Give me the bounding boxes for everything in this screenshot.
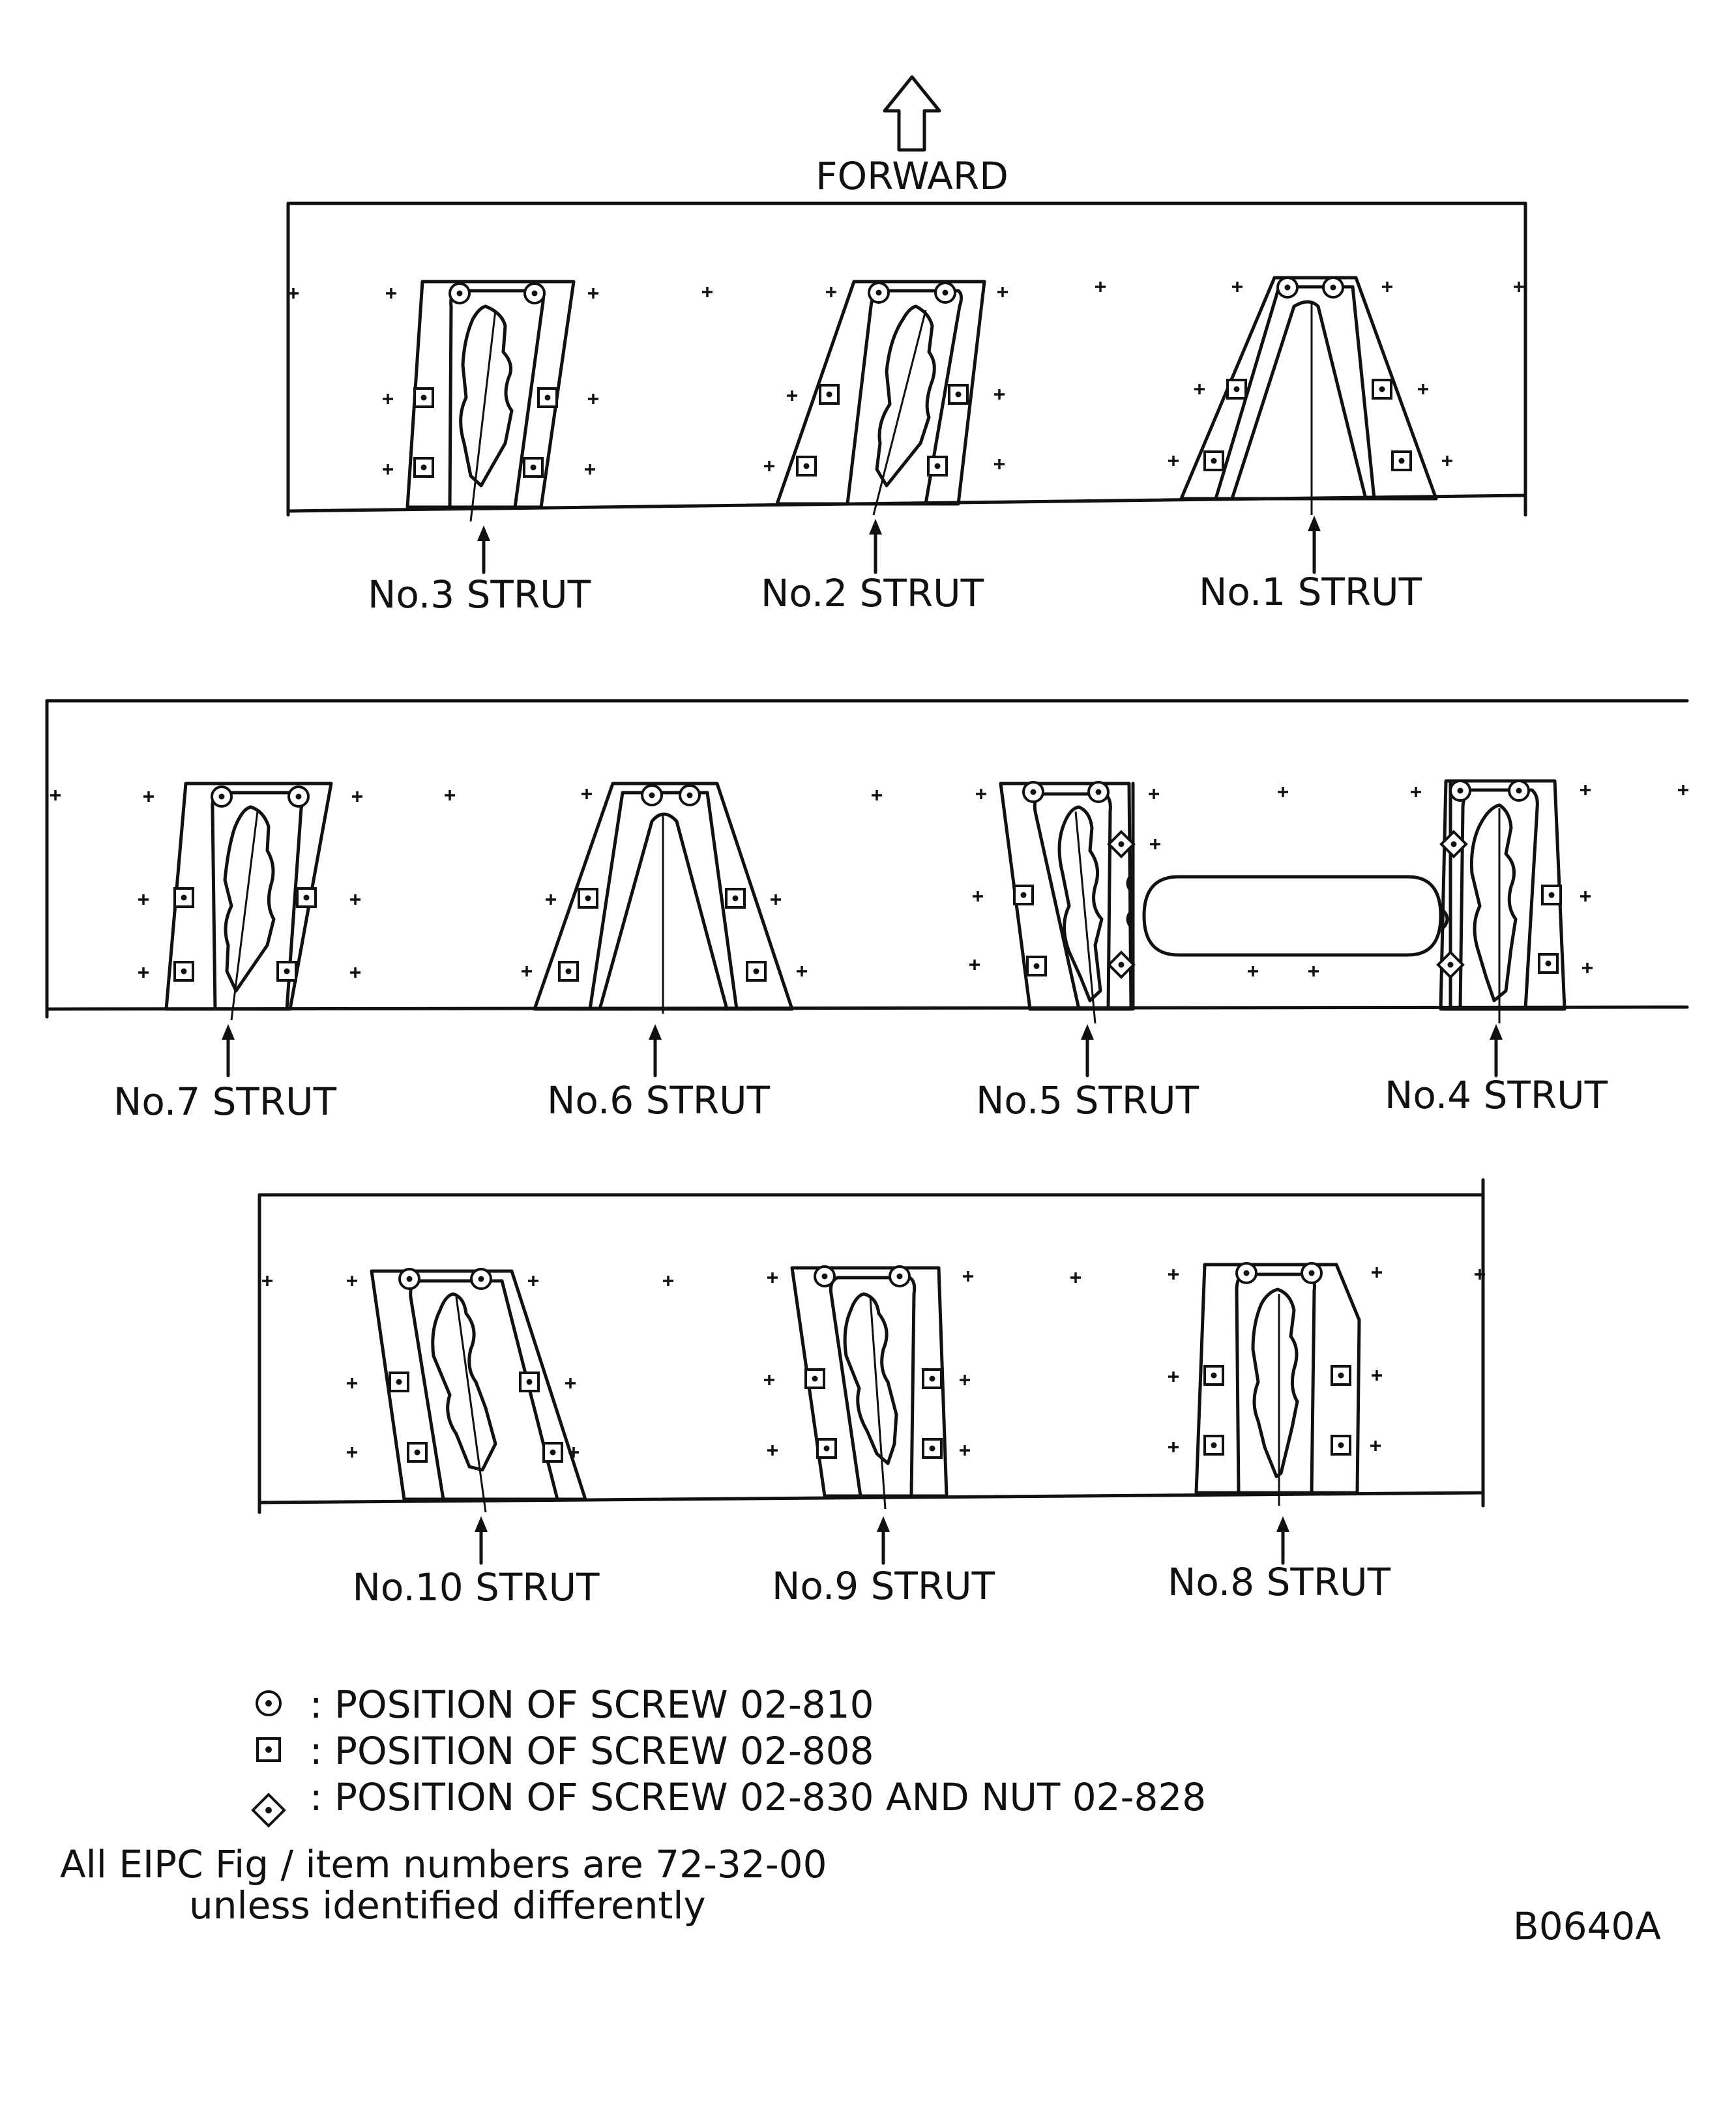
strut-8-label: No.8 STRUT	[1168, 1560, 1391, 1604]
strut-2-label: No.2 STRUT	[761, 571, 984, 615]
eipc-note-line1: All EIPC Fig / item numbers are 72-32-00	[60, 1842, 827, 1886]
legend: : POSITION OF SCREW 02-810 : POSITION OF…	[251, 1682, 1206, 1828]
strut-2	[701, 280, 1009, 574]
strut-6	[520, 782, 883, 1078]
strut-3	[287, 280, 600, 574]
legend-item-2: : POSITION OF SCREW 02-808	[310, 1729, 874, 1773]
cutout	[1126, 785, 1449, 978]
forward-arrow-icon	[883, 75, 941, 152]
strut-4	[1409, 779, 1690, 1078]
strut-8	[1167, 1262, 1486, 1565]
strut-10	[261, 1268, 675, 1565]
screw-02-830-nut-02-828-icon	[251, 1793, 286, 1828]
figure-code: B0640A	[1513, 1904, 1661, 1948]
screw-02-808-icon	[256, 1737, 281, 1762]
strut-3-label: No.3 STRUT	[368, 572, 591, 617]
screw-02-810-icon	[256, 1690, 282, 1716]
strut-5	[968, 781, 1162, 1078]
panel-bottom	[257, 1178, 1485, 1514]
strut-9-label: No.9 STRUT	[772, 1564, 995, 1608]
strut-7	[49, 782, 456, 1078]
strut-6-label: No.6 STRUT	[547, 1078, 771, 1122]
panel-middle	[45, 699, 1689, 1019]
strut-1	[1094, 276, 1525, 574]
eipc-note-line2: unless identified differently	[189, 1883, 706, 1928]
legend-item-1: : POSITION OF SCREW 02-810	[310, 1682, 874, 1727]
forward-label: FORWARD	[816, 154, 1008, 198]
strut-4-label: No.4 STRUT	[1385, 1073, 1608, 1117]
legend-item-3: : POSITION OF SCREW 02-830 AND NUT 02-82…	[310, 1775, 1206, 1819]
strut-9	[763, 1265, 1082, 1565]
strut-7-label: No.7 STRUT	[113, 1079, 337, 1124]
strut-10-label: No.10 STRUT	[353, 1565, 600, 1609]
panel-top	[286, 201, 1527, 517]
strut-5-label: No.5 STRUT	[976, 1078, 1199, 1122]
strut-1-label: No.1 STRUT	[1199, 570, 1422, 614]
